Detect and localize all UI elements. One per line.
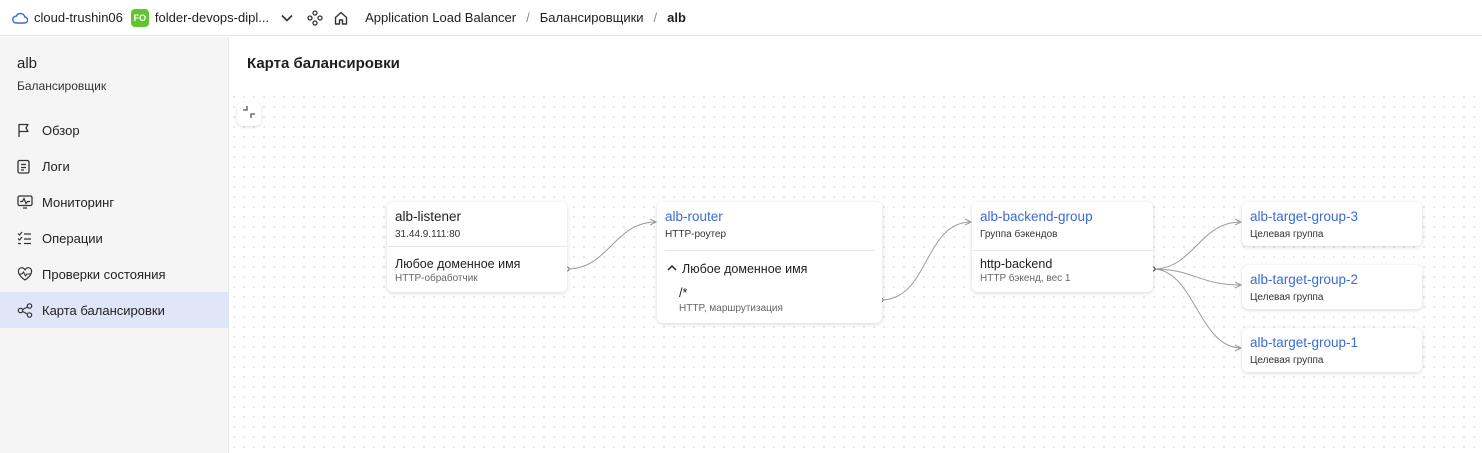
divider: [665, 250, 874, 251]
virtual-host-title[interactable]: Любое доменное имя: [682, 262, 808, 276]
router-title[interactable]: alb-router: [665, 209, 723, 224]
sidebar-item-label: Проверки состояния: [42, 266, 166, 282]
target-group-type: Целевая группа: [1250, 355, 1324, 366]
divider: [972, 250, 1153, 251]
backend-group-node[interactable]: alb-backend-group Группа бэкендов http-b…: [972, 202, 1153, 292]
flag-icon: [17, 122, 33, 138]
breadcrumb-service[interactable]: Application Load Balancer: [365, 10, 517, 25]
edge-backend-target-1: [1152, 268, 1242, 349]
target-group-node[interactable]: alb-target-group-3 Целевая группа: [1242, 202, 1422, 246]
listener-title: alb-listener: [395, 209, 462, 224]
top-bar: cloud-trushin06 FO folder-devops-dipl...…: [0, 0, 1482, 36]
breadcrumb-separator: /: [653, 10, 658, 25]
listener-node[interactable]: alb-listener 31.44.9.111:80 Любое доменн…: [387, 202, 567, 292]
collapse-button[interactable]: [237, 102, 261, 126]
target-group-title[interactable]: alb-target-group-1: [1250, 335, 1359, 350]
collapse-icon: [242, 105, 256, 124]
target-group-node[interactable]: alb-target-group-2 Целевая группа: [1242, 265, 1422, 309]
edge-router-backend-group: [880, 221, 972, 301]
backend-type: HTTP бэкенд, вес 1: [980, 273, 1071, 284]
cloud-icon[interactable]: [12, 9, 30, 27]
folder-name[interactable]: folder-devops-dipl...: [154, 10, 270, 25]
breadcrumb-current: alb: [667, 10, 686, 25]
sidebar-item-health-checks[interactable]: Проверки состояния: [0, 256, 229, 292]
sidebar-item-label: Операции: [42, 230, 103, 246]
backend-group-type: Группа бэкендов: [980, 229, 1058, 240]
target-group-node[interactable]: alb-target-group-1 Целевая группа: [1242, 328, 1422, 372]
health-icon: [17, 266, 33, 282]
sidebar-item-monitoring[interactable]: Мониторинг: [0, 184, 229, 220]
home-icon[interactable]: [333, 10, 349, 26]
breadcrumb-separator: /: [526, 10, 530, 25]
handler-title: Любое доменное имя: [395, 257, 521, 271]
sidebar-item-balancing-map[interactable]: Карта балансировки: [0, 292, 229, 328]
breadcrumb-balancers[interactable]: Балансировщики: [539, 10, 644, 25]
target-group-type: Целевая группа: [1250, 229, 1324, 240]
resource-title: alb: [17, 55, 38, 72]
chevron-up-icon[interactable]: [667, 261, 677, 275]
target-group-title[interactable]: alb-target-group-3: [1250, 209, 1359, 224]
sidebar-item-logs[interactable]: Логи: [0, 148, 229, 184]
chevron-down-icon[interactable]: [281, 11, 295, 25]
arrow-head: [649, 218, 658, 226]
main-content: Карта балансировки alb-listener 3: [229, 37, 1482, 453]
operations-icon: [17, 230, 33, 246]
listener-address: 31.44.9.111:80: [395, 229, 461, 240]
sidebar-item-label: Логи: [42, 158, 70, 174]
arrow-head: [1234, 281, 1243, 289]
backend-title: http-backend: [980, 257, 1053, 271]
sidebar-item-label: Мониторинг: [42, 194, 115, 210]
page-title: Карта балансировки: [247, 55, 400, 72]
backend-group-title[interactable]: alb-backend-group: [980, 209, 1093, 224]
sidebar-item-label: Карта балансировки: [42, 302, 165, 318]
sidebar: alb Балансировщик Обзор Логи Мониторинг …: [0, 37, 229, 453]
balancing-map-canvas[interactable]: alb-listener 31.44.9.111:80 Любое доменн…: [229, 92, 1482, 453]
edge-backend-target-3: [1152, 221, 1242, 270]
handler-type: HTTP-обработчик: [395, 273, 478, 284]
sidebar-item-overview[interactable]: Обзор: [0, 112, 229, 148]
folder-badge: FO: [130, 8, 149, 27]
logs-icon: [17, 158, 33, 174]
cloud-name[interactable]: cloud-trushin06: [34, 10, 123, 25]
router-type: HTTP-роутер: [665, 229, 727, 240]
map-icon: [17, 302, 33, 318]
divider: [387, 246, 567, 247]
resource-type: Балансировщик: [17, 79, 107, 93]
arrow-head: [964, 218, 973, 226]
target-group-type: Целевая группа: [1250, 292, 1324, 303]
edge-backend-target-2: [1152, 268, 1242, 286]
router-node[interactable]: alb-router HTTP-роутер Любое доменное им…: [657, 202, 882, 323]
arrow-head: [1234, 218, 1243, 226]
target-group-title[interactable]: alb-target-group-2: [1250, 272, 1359, 287]
edge-listener-router: [566, 221, 657, 270]
route-path: /*: [679, 286, 688, 300]
services-icon[interactable]: [307, 9, 323, 26]
sidebar-item-label: Обзор: [42, 122, 80, 138]
monitoring-icon: [17, 194, 33, 210]
sidebar-item-operations[interactable]: Операции: [0, 220, 229, 256]
route-type: HTTP, маршрутизация: [679, 303, 783, 314]
arrow-head: [1234, 344, 1243, 352]
